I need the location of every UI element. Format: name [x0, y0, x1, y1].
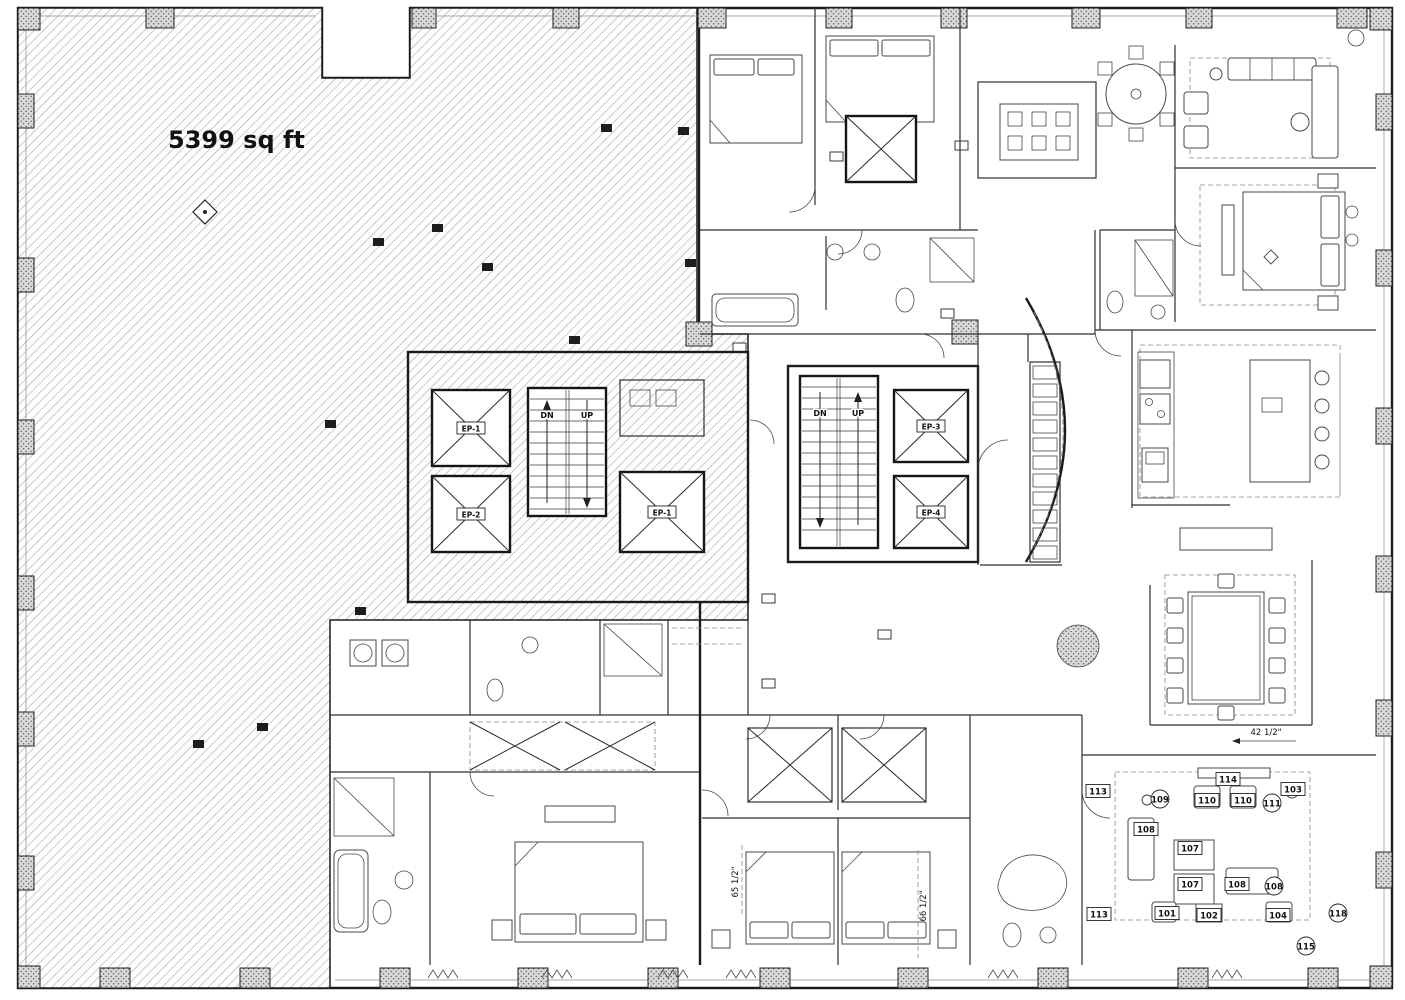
elevator-ep5: EP-1 — [618, 470, 706, 554]
bed — [825, 35, 935, 123]
dimension: 65 1/2" — [731, 845, 743, 915]
room-callout: 107 — [1177, 841, 1203, 855]
stair-right: DN UP — [798, 374, 880, 550]
stair-up-label: UP — [852, 409, 864, 418]
bath-cluster-mid — [330, 620, 749, 716]
elevator-ep4: EP-4 — [892, 474, 970, 550]
bedroom-right — [1199, 173, 1359, 311]
room-callout: 108 — [1264, 876, 1284, 896]
elevator-ep2: EP-2 — [430, 474, 512, 554]
stair-dn-label: DN — [540, 411, 553, 420]
dimensions: 42 1/2" 65 1/2" 66 1/2" — [731, 728, 1296, 958]
stair-up-label: UP — [581, 411, 593, 420]
room-callout: 115 — [1296, 936, 1316, 956]
living-room — [1081, 715, 1376, 965]
bed — [514, 841, 644, 943]
core-right: DN UP EP-3 EP-4 — [749, 364, 980, 564]
room-callout: 111 — [1262, 793, 1282, 813]
rooms-top-right — [977, 29, 1376, 334]
powder-room — [997, 854, 1068, 948]
rooms-bottom-left — [330, 721, 729, 965]
furniture-callouts: 113 114 110 110 111 109 103 108 107 107 … — [1085, 772, 1348, 956]
room-callout: 113 — [1085, 784, 1111, 798]
dimension-label: 42 1/2" — [1250, 728, 1281, 738]
gallery-curved-wall — [977, 297, 1095, 566]
dimension-label: 65 1/2" — [731, 866, 741, 897]
room-callout: 108 — [1224, 877, 1250, 891]
wardrobe — [747, 727, 833, 803]
room-callout: 110 — [1194, 793, 1220, 807]
stair-dn-label: DN — [813, 409, 826, 418]
elevator-label: EP-4 — [922, 509, 941, 518]
callout-label: 118 — [1329, 910, 1347, 920]
elevator-label: EP-3 — [922, 423, 941, 432]
room-callout: 103 — [1280, 782, 1306, 796]
wardrobe — [841, 727, 927, 803]
elevator-label: EP-1 — [462, 425, 481, 434]
master-bath — [711, 237, 975, 327]
callout-label: 102 — [1200, 912, 1218, 922]
callout-label: 108 — [1228, 881, 1246, 891]
callout-label: 115 — [1297, 943, 1315, 953]
room-callout: 101 — [1154, 906, 1180, 920]
callout-label: 110 — [1198, 797, 1216, 807]
room-callout: 110 — [1230, 793, 1256, 807]
room-callout: 104 — [1265, 908, 1291, 922]
callout-label: 103 — [1284, 786, 1302, 796]
elevator-ep1: EP-1 — [430, 388, 512, 468]
bath-bottom-left — [333, 777, 414, 933]
bath-top-right — [1099, 229, 1175, 330]
callout-label: 108 — [1265, 883, 1283, 893]
dimension: 42 1/2" — [1232, 728, 1296, 744]
room-callout: 102 — [1196, 908, 1222, 922]
kitchen-island — [1249, 359, 1330, 483]
core-left: EP-1 EP-2 EP-1 DN UP — [406, 350, 750, 604]
rooms-bottom-center — [698, 602, 1082, 965]
elevator-label: EP-2 — [462, 511, 481, 520]
room-callout: 109 — [1150, 789, 1170, 809]
dimension: 66 1/2" — [917, 850, 929, 958]
bed — [709, 54, 803, 144]
callout-label: 113 — [1090, 911, 1108, 921]
rooms-top — [700, 8, 978, 359]
elevator-label: EP-1 — [653, 509, 672, 518]
great-room — [1183, 57, 1339, 159]
kitchen — [1094, 329, 1376, 508]
callout-label: 109 — [1151, 796, 1169, 806]
media-cabinet — [999, 103, 1079, 161]
heater-symbols — [427, 969, 1243, 979]
round-dining-table — [1097, 45, 1175, 142]
bed — [841, 851, 931, 945]
elevator-ep3: EP-3 — [892, 388, 970, 464]
area-label: 5399 sq ft — [168, 126, 305, 154]
bed — [745, 851, 835, 945]
dimension-label: 66 1/2" — [919, 890, 929, 921]
callout-label: 108 — [1137, 826, 1155, 836]
keynote-marks — [192, 124, 969, 748]
callout-label: 104 — [1269, 912, 1287, 922]
callout-label: 111 — [1263, 800, 1281, 810]
stair-left: DN UP — [526, 386, 608, 518]
callout-label: 114 — [1219, 776, 1237, 786]
callout-label: 101 — [1158, 910, 1176, 920]
callout-label: 107 — [1181, 881, 1199, 891]
private-elevator-shaft — [844, 114, 918, 184]
callout-label: 110 — [1234, 797, 1252, 807]
callout-label: 107 — [1181, 845, 1199, 855]
dining-room — [1056, 527, 1313, 726]
room-callout: 118 — [1328, 903, 1348, 923]
room-callout: 114 — [1215, 772, 1241, 786]
room-callout: 108 — [1133, 822, 1159, 836]
room-callout: 113 — [1086, 907, 1112, 921]
callout-label: 113 — [1089, 788, 1107, 798]
room-callout: 107 — [1177, 877, 1203, 891]
